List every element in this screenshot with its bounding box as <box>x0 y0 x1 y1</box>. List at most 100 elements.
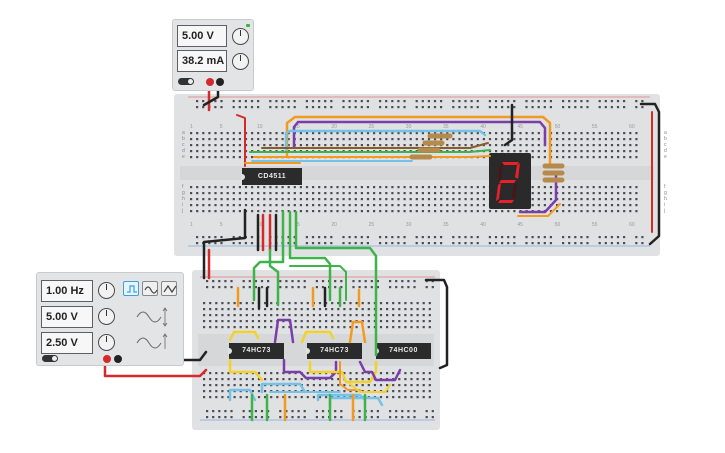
breadboard-hole[interactable] <box>629 144 632 147</box>
breadboard-hole[interactable] <box>311 100 315 103</box>
breadboard-hole[interactable] <box>232 236 235 239</box>
breadboard-hole[interactable] <box>318 302 322 305</box>
breadboard-hole[interactable] <box>238 198 241 201</box>
breadboard-hole[interactable] <box>635 204 638 207</box>
breadboard-hole[interactable] <box>267 280 270 283</box>
breadboard-hole[interactable] <box>403 132 406 135</box>
breadboard-hole[interactable] <box>586 186 589 189</box>
breadboard-hole[interactable] <box>495 144 498 147</box>
breadboard-hole[interactable] <box>221 302 224 305</box>
breadboard-hole[interactable] <box>586 204 589 207</box>
breadboard-hole[interactable] <box>531 242 534 245</box>
breadboard-hole[interactable] <box>397 242 400 245</box>
breadboard-hole[interactable] <box>305 106 308 109</box>
breadboard-hole[interactable] <box>297 286 300 289</box>
breadboard-hole[interactable] <box>331 320 334 323</box>
breadboard-hole[interactable] <box>494 106 498 109</box>
breadboard-hole[interactable] <box>403 204 406 207</box>
breadboard-hole[interactable] <box>287 210 290 213</box>
breadboard-hole[interactable] <box>294 396 297 399</box>
breadboard-hole[interactable] <box>397 192 400 195</box>
breadboard-hole[interactable] <box>267 286 270 289</box>
breadboard-hole[interactable] <box>604 186 607 189</box>
breadboard-hole[interactable] <box>233 326 236 329</box>
breadboard-hole[interactable] <box>403 210 406 213</box>
breadboard-hole[interactable] <box>215 372 218 375</box>
breadboard-hole[interactable] <box>318 138 321 141</box>
seven-segment-display[interactable] <box>489 153 531 209</box>
breadboard-hole[interactable] <box>238 106 241 109</box>
breadboard-hole[interactable] <box>202 132 205 135</box>
breadboard-hole[interactable] <box>287 132 290 135</box>
breadboard-hole[interactable] <box>238 144 241 147</box>
breadboard-hole[interactable] <box>203 308 206 311</box>
breadboard-hole[interactable] <box>257 198 260 201</box>
frequency-knob[interactable] <box>98 282 115 299</box>
breadboard-hole[interactable] <box>202 186 205 189</box>
breadboard-hole[interactable] <box>196 236 199 239</box>
breadboard-hole[interactable] <box>318 396 322 399</box>
breadboard-hole[interactable] <box>623 210 626 213</box>
breadboard-hole[interactable] <box>354 198 357 201</box>
breadboard-hole[interactable] <box>232 204 235 207</box>
breadboard-hole[interactable] <box>421 210 424 213</box>
breadboard-hole[interactable] <box>385 198 388 201</box>
breadboard-hole[interactable] <box>386 384 389 387</box>
breadboard-hole[interactable] <box>464 106 467 109</box>
breadboard-hole[interactable] <box>361 308 364 311</box>
breadboard-hole[interactable] <box>537 242 540 245</box>
breadboard-hole[interactable] <box>440 242 443 245</box>
breadboard-hole[interactable] <box>488 132 492 135</box>
breadboard-hole[interactable] <box>244 204 248 207</box>
breadboard-hole[interactable] <box>276 308 279 311</box>
breadboard-hole[interactable] <box>202 198 205 201</box>
breadboard-hole[interactable] <box>342 192 345 195</box>
breadboard-hole[interactable] <box>208 198 211 201</box>
breadboard-hole[interactable] <box>342 106 345 109</box>
breadboard-hole[interactable] <box>349 314 352 317</box>
breadboard-hole[interactable] <box>623 192 626 195</box>
breadboard-hole[interactable] <box>318 204 321 207</box>
breadboard-hole[interactable] <box>260 410 264 413</box>
breadboard-hole[interactable] <box>299 204 302 207</box>
breadboard-hole[interactable] <box>568 132 571 135</box>
breadboard-hole[interactable] <box>299 198 302 201</box>
breadboard-hole[interactable] <box>208 204 211 207</box>
breadboard-hole[interactable] <box>288 378 291 381</box>
breadboard-hole[interactable] <box>537 138 540 141</box>
breadboard-hole[interactable] <box>562 156 565 159</box>
breadboard-hole[interactable] <box>239 320 242 323</box>
breadboard-hole[interactable] <box>501 106 504 109</box>
breadboard-hole[interactable] <box>270 378 273 381</box>
breadboard-hole[interactable] <box>568 150 571 153</box>
breadboard-hole[interactable] <box>348 100 351 103</box>
breadboard-hole[interactable] <box>209 320 212 323</box>
breadboard-hole[interactable] <box>452 100 455 103</box>
breadboard-hole[interactable] <box>416 326 419 329</box>
breadboard-hole[interactable] <box>330 186 333 189</box>
breadboard-hole[interactable] <box>391 186 394 189</box>
breadboard-hole[interactable] <box>275 204 278 207</box>
breadboard-hole[interactable] <box>513 132 516 135</box>
breadboard-hole[interactable] <box>470 236 473 239</box>
breadboard-hole[interactable] <box>549 198 553 201</box>
breadboard-hole[interactable] <box>230 286 233 289</box>
breadboard-hole[interactable] <box>275 100 278 103</box>
breadboard-hole[interactable] <box>257 106 260 109</box>
breadboard-hole[interactable] <box>233 384 236 387</box>
breadboard-hole[interactable] <box>297 416 300 419</box>
breadboard-hole[interactable] <box>227 326 230 329</box>
breadboard-hole[interactable] <box>336 210 339 213</box>
breadboard-hole[interactable] <box>623 186 626 189</box>
breadboard-hole[interactable] <box>428 390 431 393</box>
breadboard-hole[interactable] <box>519 144 522 147</box>
breadboard-hole[interactable] <box>305 186 309 189</box>
breadboard-hole[interactable] <box>427 198 431 201</box>
breadboard-hole[interactable] <box>270 326 273 329</box>
breadboard-hole[interactable] <box>348 186 351 189</box>
breadboard-hole[interactable] <box>549 192 553 195</box>
breadboard-hole[interactable] <box>238 192 241 195</box>
breadboard-hole[interactable] <box>464 100 467 103</box>
breadboard-hole[interactable] <box>242 280 245 283</box>
breadboard-hole[interactable] <box>263 192 266 195</box>
